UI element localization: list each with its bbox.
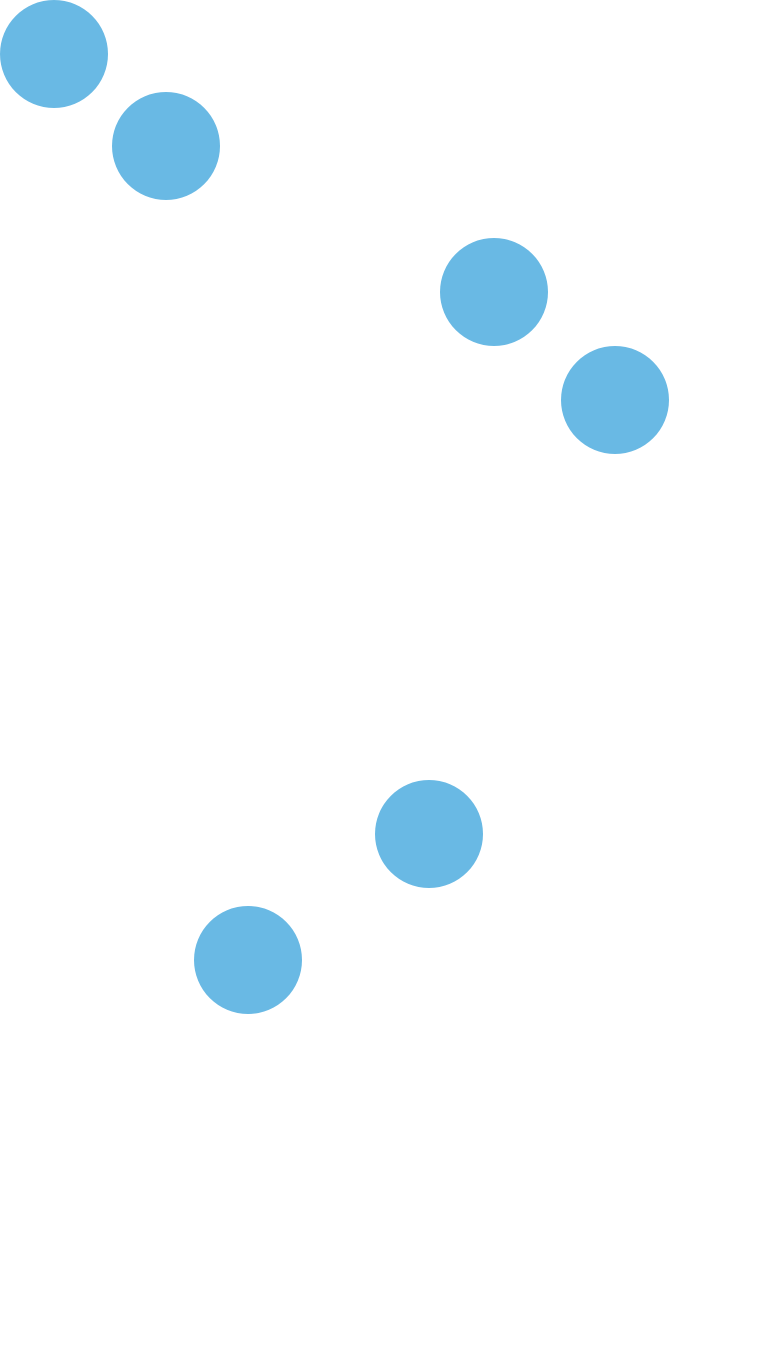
- blue-circle-dot[interactable]: [375, 780, 483, 888]
- blue-circle-dot[interactable]: [0, 0, 108, 108]
- blue-circle-dot[interactable]: [440, 238, 548, 346]
- blue-circle-dot[interactable]: [112, 92, 220, 200]
- blue-circle-dot[interactable]: [561, 346, 669, 454]
- blue-circle-dot[interactable]: [194, 906, 302, 1014]
